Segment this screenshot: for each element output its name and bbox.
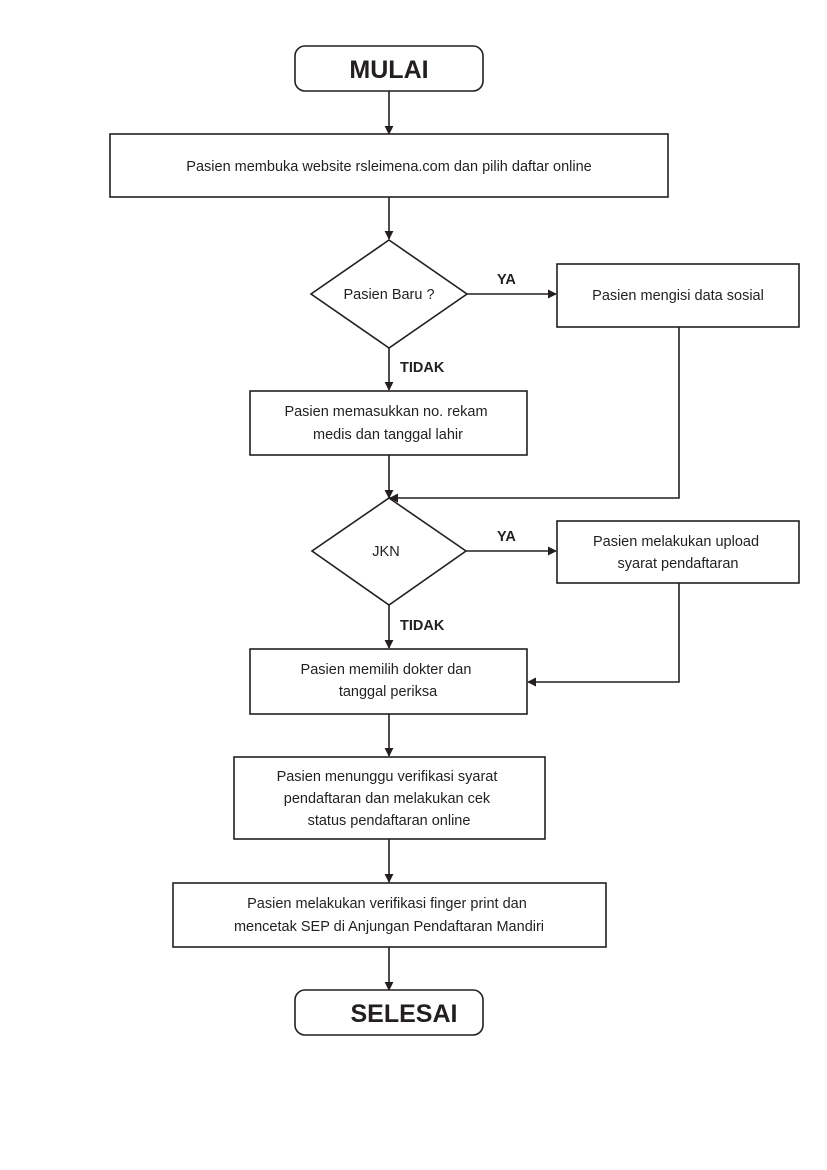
edge-label-jkn-no: TIDAK: [400, 618, 445, 634]
start-terminal: MULAI: [294, 45, 484, 92]
step-enter-record-label: Pasien memasukkan no. rekam medis dan ta…: [284, 404, 491, 443]
step-wait-verification-label: Pasien menunggu verifikasi syarat pendaf…: [277, 769, 502, 829]
end-terminal: SELESAI: [294, 989, 484, 1036]
connectors: [384, 91, 680, 991]
decision-new-patient: Pasien Baru ?: [309, 239, 469, 349]
step-fill-social-data-label: Pasien mengisi data sosial: [592, 288, 764, 304]
decision-jkn: JKN: [310, 497, 468, 606]
step-fingerprint: Pasien melakukan verifikasi finger print…: [172, 882, 607, 948]
step-upload-requirements: Pasien melakukan upload syarat pendaftar…: [556, 520, 800, 584]
step-choose-doctor-label: Pasien memilih dokter dan tanggal periks…: [301, 662, 476, 700]
step-choose-doctor: Pasien memilih dokter dan tanggal periks…: [249, 648, 528, 715]
step-enter-record: Pasien memasukkan no. rekam medis dan ta…: [249, 390, 528, 456]
step-fingerprint-label: Pasien melakukan verifikasi finger print…: [234, 896, 544, 935]
step-open-website-label: Pasien membuka website rsleimena.com dan…: [186, 159, 591, 175]
edge-label-new-patient-yes: YA: [497, 272, 516, 288]
step-upload-requirements-label: Pasien melakukan upload syarat pendaftar…: [593, 534, 763, 572]
step-fill-social-data: Pasien mengisi data sosial: [556, 263, 800, 328]
edge-label-jkn-yes: YA: [497, 529, 516, 545]
end-terminal-label: SELESAI: [351, 1000, 458, 1028]
decision-new-patient-label: Pasien Baru ?: [343, 287, 434, 303]
decision-jkn-label: JKN: [372, 544, 399, 560]
start-terminal-label: MULAI: [349, 56, 428, 84]
edge-label-new-patient-no: TIDAK: [400, 360, 445, 376]
step-wait-verification: Pasien menunggu verifikasi syarat pendaf…: [233, 756, 546, 840]
arrow-upload-to-choose-doctor: [527, 583, 680, 687]
step-open-website: Pasien membuka website rsleimena.com dan…: [109, 133, 669, 198]
arrow-social-data-to-merge: [389, 327, 680, 503]
